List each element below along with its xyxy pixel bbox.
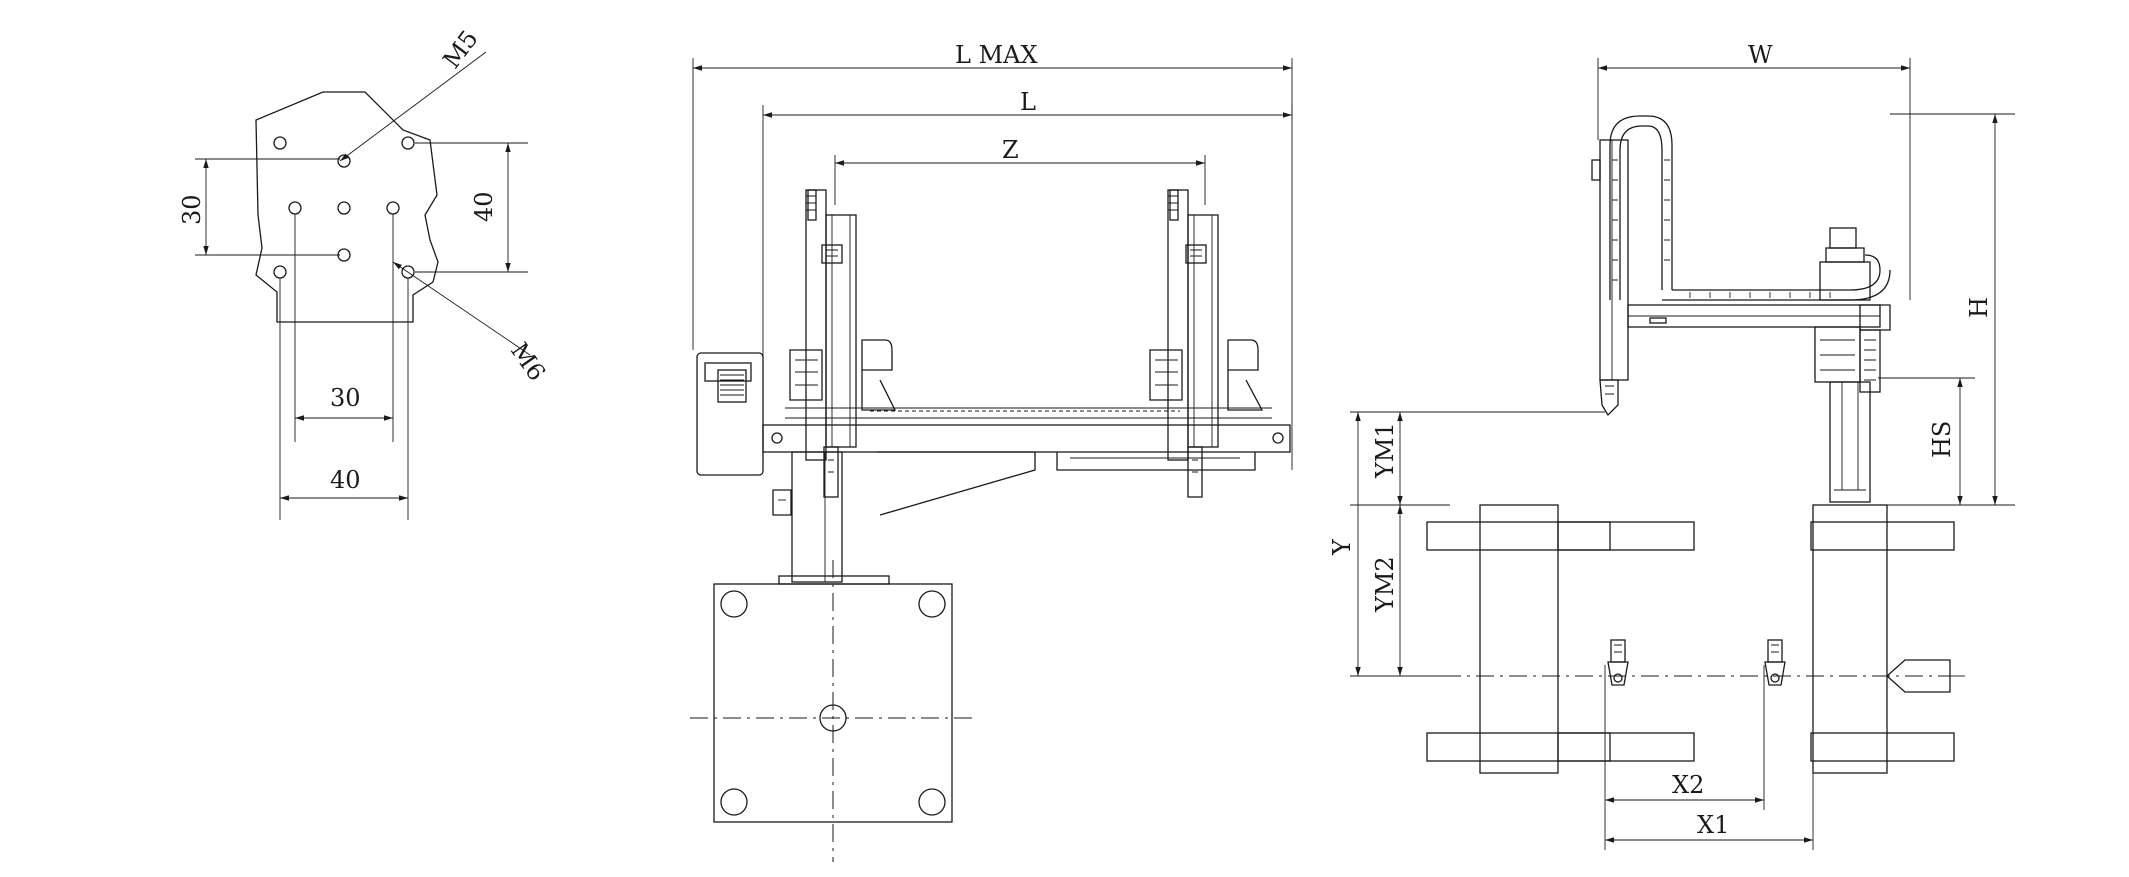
label-z: Z bbox=[1002, 136, 1019, 164]
molding-machine bbox=[1410, 504, 1965, 774]
traverse-beam bbox=[1627, 304, 1881, 328]
mounting-plate-view: M5 M6 30 40 30 40 bbox=[178, 25, 551, 520]
front-view: L MAX L Z bbox=[690, 41, 1293, 862]
label-w: W bbox=[1748, 41, 1773, 69]
label-x1: X1 bbox=[1697, 811, 1729, 839]
side-carriage bbox=[1814, 227, 1891, 503]
side-vertical-arm bbox=[1591, 139, 1629, 417]
label-x2: X2 bbox=[1672, 771, 1704, 799]
label-ym1: YM1 bbox=[1371, 422, 1399, 479]
label-plate-vertical-30: 30 bbox=[178, 194, 206, 225]
label-hs: HS bbox=[1928, 421, 1956, 458]
label-y: Y bbox=[1328, 538, 1356, 556]
left-vertical-arm bbox=[772, 189, 897, 516]
support-bracket bbox=[878, 451, 1036, 516]
label-plate-horizontal-40: 40 bbox=[330, 466, 361, 494]
label-l-max: L MAX bbox=[955, 41, 1038, 69]
label-m6: M6 bbox=[505, 337, 551, 386]
label-m5: M5 bbox=[437, 25, 483, 74]
label-l: L bbox=[1020, 88, 1036, 116]
right-vertical-arm bbox=[1149, 189, 1264, 498]
control-cabinet bbox=[696, 352, 764, 476]
cable-chain bbox=[1609, 115, 1891, 301]
side-view: W H HS Y YM1 YM2 X2 X1 bbox=[1328, 41, 2015, 850]
label-ym2: YM2 bbox=[1371, 556, 1399, 613]
grippers bbox=[1607, 639, 1786, 686]
base-plate bbox=[690, 560, 978, 862]
label-plate-vertical-40: 40 bbox=[470, 191, 498, 222]
plate-outline bbox=[255, 91, 439, 323]
label-plate-horizontal-30: 30 bbox=[330, 384, 361, 412]
label-h: H bbox=[1965, 297, 1993, 318]
